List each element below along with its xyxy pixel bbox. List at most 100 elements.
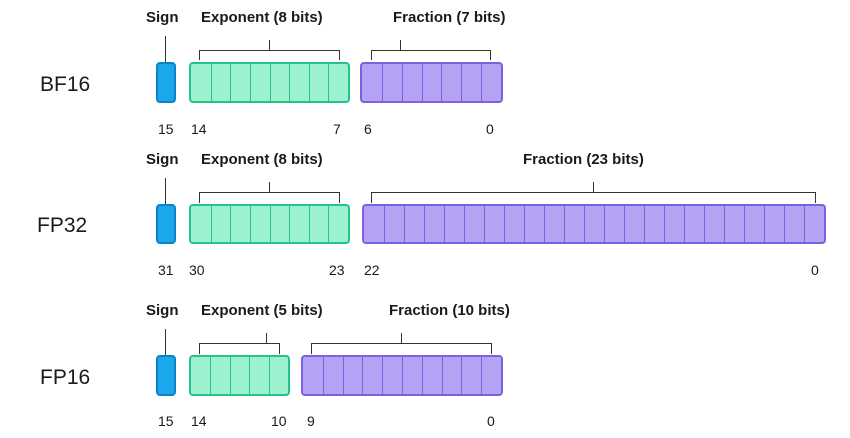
exponent-bit-divider bbox=[269, 357, 270, 394]
fraction-bit-divider bbox=[362, 357, 363, 394]
fraction-low-index-fp16: 0 bbox=[487, 413, 495, 429]
fraction-bracket-tick-bf16 bbox=[400, 40, 401, 50]
fraction-bit-divider bbox=[704, 206, 705, 242]
exponent-bit-divider bbox=[309, 206, 310, 242]
exponent-field-fp16 bbox=[189, 355, 290, 396]
sign-bit-index-fp32: 31 bbox=[158, 262, 174, 278]
fraction-field-fp16 bbox=[301, 355, 503, 396]
fraction-bit-divider bbox=[343, 357, 344, 394]
fraction-bracket-fp16 bbox=[311, 343, 492, 344]
fraction-bit-divider bbox=[382, 64, 383, 101]
exponent-high-index-fp16: 14 bbox=[191, 413, 207, 429]
fraction-bracket-left-fp32 bbox=[371, 192, 372, 203]
fraction-bit-divider bbox=[464, 206, 465, 242]
sign-header-fp16: Sign bbox=[146, 302, 179, 319]
sign-bit-index-fp16: 15 bbox=[158, 413, 174, 429]
sign-bit-box-fp16 bbox=[156, 355, 176, 396]
fraction-bit-divider bbox=[481, 64, 482, 101]
fraction-bit-divider bbox=[441, 64, 442, 101]
fraction-bit-divider bbox=[382, 357, 383, 394]
fraction-header-bf16: Fraction (7 bits) bbox=[393, 9, 506, 26]
fraction-bit-divider bbox=[422, 64, 423, 101]
exponent-header-bf16: Exponent (8 bits) bbox=[201, 9, 323, 26]
exponent-bit-divider bbox=[270, 206, 271, 242]
fraction-bracket-right-bf16 bbox=[490, 50, 491, 60]
fraction-bit-divider bbox=[544, 206, 545, 242]
fraction-field-bf16 bbox=[360, 62, 503, 103]
exponent-bit-divider bbox=[211, 206, 212, 242]
fraction-header-fp32: Fraction (23 bits) bbox=[523, 151, 644, 168]
fraction-bit-divider bbox=[724, 206, 725, 242]
fraction-bit-divider bbox=[604, 206, 605, 242]
fraction-bit-divider bbox=[744, 206, 745, 242]
fraction-bit-divider bbox=[564, 206, 565, 242]
exponent-bracket-left-fp16 bbox=[199, 343, 200, 354]
format-label-fp32: FP32 bbox=[37, 214, 88, 237]
fraction-bracket-right-fp16 bbox=[491, 343, 492, 354]
fraction-header-fp16: Fraction (10 bits) bbox=[389, 302, 510, 319]
sign-leader-line-bf16 bbox=[165, 36, 166, 62]
sign-bit-index-bf16: 15 bbox=[158, 121, 174, 137]
fraction-bit-divider bbox=[804, 206, 805, 242]
fraction-bit-divider bbox=[664, 206, 665, 242]
format-label-fp16: FP16 bbox=[40, 366, 91, 389]
fraction-bracket-tick-fp16 bbox=[401, 333, 402, 343]
fraction-bit-divider bbox=[504, 206, 505, 242]
fraction-bit-divider bbox=[402, 64, 403, 101]
exponent-field-bf16 bbox=[189, 62, 350, 103]
fraction-bit-divider bbox=[422, 357, 423, 394]
fraction-bracket-left-fp16 bbox=[311, 343, 312, 354]
fraction-bit-divider bbox=[784, 206, 785, 242]
exponent-bracket-left-bf16 bbox=[199, 50, 200, 60]
exponent-low-index-fp16: 10 bbox=[271, 413, 287, 429]
exponent-bracket-left-fp32 bbox=[199, 192, 200, 203]
sign-leader-line-fp32 bbox=[165, 178, 166, 204]
exponent-bit-divider bbox=[210, 357, 211, 394]
fraction-bit-divider bbox=[484, 206, 485, 242]
fraction-bracket-right-fp32 bbox=[815, 192, 816, 203]
exponent-bit-divider bbox=[230, 206, 231, 242]
fraction-bit-divider bbox=[424, 206, 425, 242]
fraction-bit-divider bbox=[461, 357, 462, 394]
fraction-low-index-fp32: 0 bbox=[811, 262, 819, 278]
sign-bit-box-fp32 bbox=[156, 204, 176, 244]
fraction-bit-divider bbox=[644, 206, 645, 242]
exponent-low-index-fp32: 23 bbox=[329, 262, 345, 278]
fraction-bit-divider bbox=[402, 357, 403, 394]
fraction-field-fp32 bbox=[362, 204, 826, 244]
fraction-bit-divider bbox=[384, 206, 385, 242]
format-label-bf16: BF16 bbox=[40, 73, 91, 96]
exponent-bracket-tick-bf16 bbox=[269, 40, 270, 50]
fraction-high-index-fp32: 22 bbox=[364, 262, 380, 278]
sign-leader-line-fp16 bbox=[165, 329, 166, 355]
exponent-header-fp16: Exponent (5 bits) bbox=[201, 302, 323, 319]
exponent-bit-divider bbox=[289, 64, 290, 101]
exponent-bit-divider bbox=[270, 64, 271, 101]
sign-header-fp32: Sign bbox=[146, 151, 179, 168]
exponent-bit-divider bbox=[250, 206, 251, 242]
exponent-bracket-fp16 bbox=[199, 343, 280, 344]
exponent-bit-divider bbox=[309, 64, 310, 101]
fraction-bit-divider bbox=[624, 206, 625, 242]
exponent-bit-divider bbox=[230, 64, 231, 101]
exponent-bit-divider bbox=[328, 206, 329, 242]
exponent-high-index-bf16: 14 bbox=[191, 121, 207, 137]
exponent-bit-divider bbox=[211, 64, 212, 101]
exponent-bracket-right-bf16 bbox=[339, 50, 340, 60]
exponent-high-index-fp32: 30 bbox=[189, 262, 205, 278]
fraction-bracket-left-bf16 bbox=[371, 50, 372, 60]
exponent-bracket-bf16 bbox=[199, 50, 340, 51]
fraction-bit-divider bbox=[404, 206, 405, 242]
sign-header-bf16: Sign bbox=[146, 9, 179, 26]
fraction-bracket-bf16 bbox=[371, 50, 491, 51]
exponent-bracket-tick-fp16 bbox=[266, 333, 267, 343]
exponent-low-index-bf16: 7 bbox=[333, 121, 341, 137]
sign-bit-box-bf16 bbox=[156, 62, 176, 103]
exponent-bit-divider bbox=[250, 64, 251, 101]
exponent-bit-divider bbox=[230, 357, 231, 394]
exponent-bracket-tick-fp32 bbox=[269, 182, 270, 192]
exponent-bit-divider bbox=[328, 64, 329, 101]
exponent-bit-divider bbox=[289, 206, 290, 242]
fraction-bit-divider bbox=[444, 206, 445, 242]
